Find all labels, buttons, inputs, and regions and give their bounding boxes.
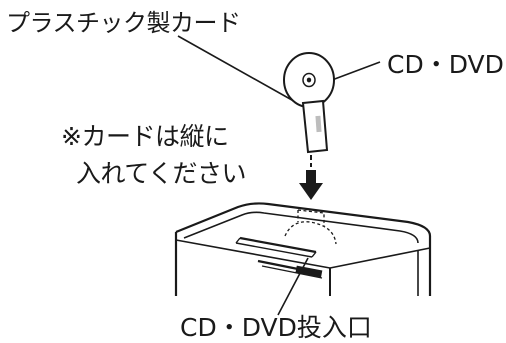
cd-dvd-disc-icon [283, 52, 335, 108]
down-arrow-icon [299, 155, 323, 200]
note-line-2: 入れてください [76, 159, 247, 188]
shredder-device [174, 202, 432, 296]
device-badge [295, 265, 323, 278]
disc-label: CD・DVD [387, 50, 504, 79]
slot-label: CD・DVD投入口 [180, 313, 372, 342]
note-line-1: ※カードは縦に [61, 122, 229, 151]
disc-leader-line [331, 61, 381, 81]
plastic-card-icon [301, 99, 329, 154]
card-label: プラスチック製カード [6, 9, 241, 37]
